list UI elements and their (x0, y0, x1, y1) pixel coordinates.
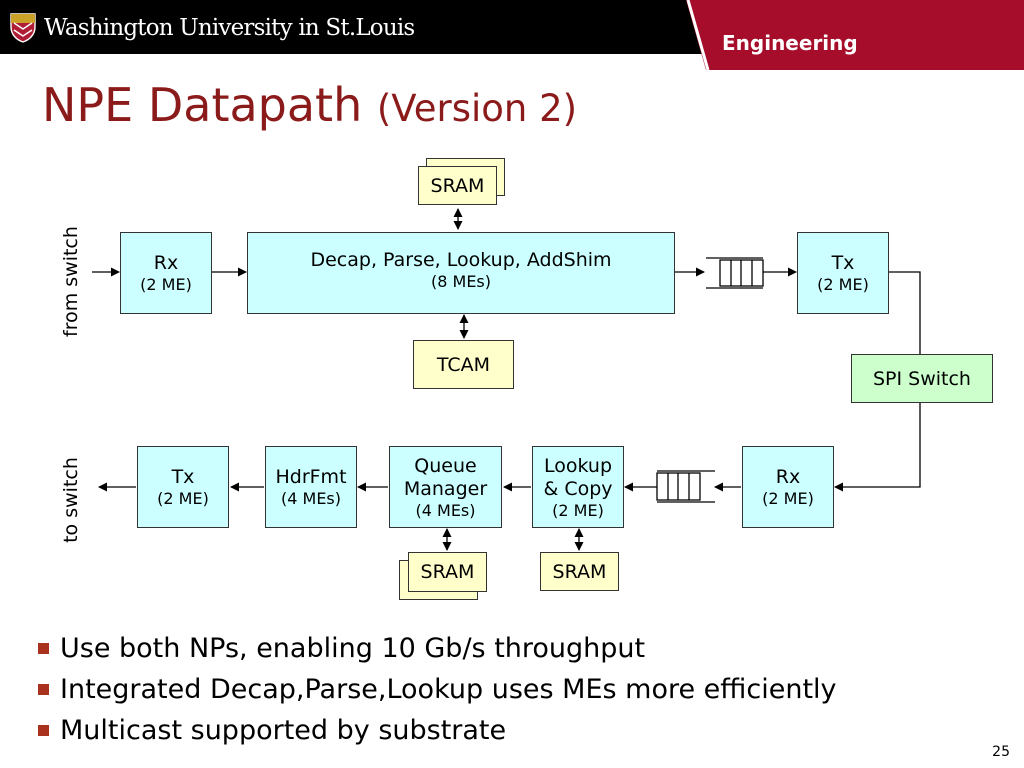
lookup-copy-block: Lookup & Copy (2 ME) (532, 446, 624, 528)
title-main: NPE Datapath (42, 78, 363, 132)
decap-name: Decap, Parse, Lookup, AddShim (310, 249, 612, 271)
tx-out-block: Tx (2 ME) (797, 232, 889, 314)
queue-icon (656, 470, 715, 503)
rx-in-block: Rx (2 ME) (120, 232, 212, 314)
bullet-item: Integrated Decap,Parse,Lookup uses MEs m… (38, 669, 837, 710)
hdrfmt-detail: (4 MEs) (281, 489, 341, 508)
queue-icon (706, 257, 764, 289)
arrow-spi-to-rx (834, 403, 921, 492)
sram-qm-label: SRAM (420, 561, 475, 583)
tx-bottom-block: Tx (2 ME) (137, 446, 229, 528)
tx-bottom-detail: (2 ME) (157, 489, 209, 508)
bullet-list: Use both NPs, enabling 10 Gb/s throughpu… (38, 628, 837, 751)
queue-manager-line2: Manager (403, 477, 488, 500)
spi-switch-label: SPI Switch (873, 367, 971, 390)
decap-detail: (8 MEs) (431, 272, 491, 291)
title-sub: (Version 2) (376, 87, 578, 130)
lookup-copy-line1: Lookup (543, 454, 613, 477)
queue-manager-block: Queue Manager (4 MEs) (389, 446, 502, 528)
sram-top-label: SRAM (430, 174, 485, 197)
rx-bottom-block: Rx (2 ME) (742, 446, 834, 528)
rx-in-detail: (2 ME) (140, 275, 192, 294)
rx-bottom-detail: (2 ME) (762, 489, 814, 508)
spi-switch-block: SPI Switch (851, 354, 993, 403)
tx-bottom-name: Tx (171, 466, 195, 488)
bullet-item: Use both NPs, enabling 10 Gb/s throughpu… (38, 628, 837, 669)
page-number: 25 (992, 744, 1010, 760)
tx-out-name: Tx (831, 252, 855, 274)
line-tx-to-spi (889, 271, 921, 354)
queue-manager-line1: Queue (414, 454, 477, 477)
sram-lc-label: SRAM (552, 560, 607, 583)
rx-bottom-name: Rx (775, 466, 801, 488)
sram-qm-block: SRAM (408, 552, 487, 592)
sram-lc-block: SRAM (540, 552, 619, 591)
decap-block: Decap, Parse, Lookup, AddShim (8 MEs) (247, 232, 675, 314)
engineering-tab (686, 0, 1024, 70)
page-title: NPE Datapath (Version 2) (42, 78, 577, 132)
university-name: Washington University in St.Louis (44, 15, 415, 41)
bullet-item: Multicast supported by substrate (38, 710, 837, 751)
tx-out-detail: (2 ME) (817, 275, 869, 294)
university-shield-icon (10, 13, 36, 43)
tcam-label: TCAM (436, 353, 491, 376)
university-logo: Washington University in St.Louis (10, 12, 415, 44)
engineering-label: Engineering (722, 31, 858, 55)
sram-top-block: SRAM (418, 166, 497, 205)
hdrfmt-name: HdrFmt (275, 466, 347, 488)
hdrfmt-block: HdrFmt (4 MEs) (265, 446, 357, 528)
lookup-copy-detail: (2 ME) (552, 500, 604, 520)
lookup-copy-line2: & Copy (543, 477, 613, 500)
rx-in-name: Rx (153, 252, 179, 274)
queue-manager-detail: (4 MEs) (415, 500, 476, 520)
tcam-block: TCAM (413, 340, 514, 389)
